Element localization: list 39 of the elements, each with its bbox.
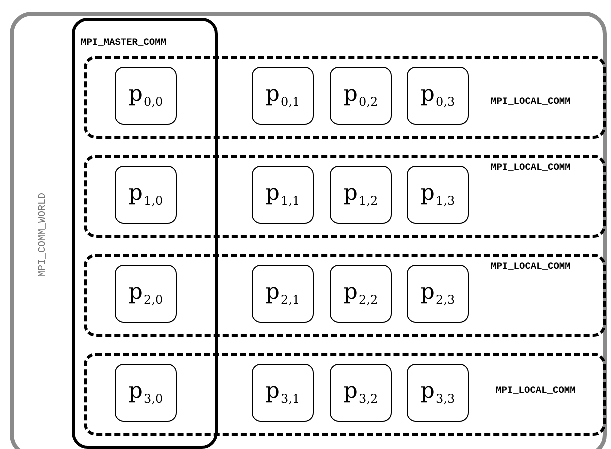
process-label: p$_{0,2}$ [344, 84, 378, 108]
process-box [407, 166, 469, 224]
communicator-label: MPI_LOCAL_COMM [491, 97, 571, 106]
process-box [330, 265, 392, 323]
process-label: p$_{2,0}$ [128, 282, 164, 306]
process-box [330, 166, 392, 224]
process-label: p$_{3,2}$ [344, 381, 378, 405]
process-label: p$_{2,3}$ [420, 282, 456, 306]
process-label: p$_{1,2}$ [344, 183, 378, 207]
process-label: p$_{1,1}$ [266, 183, 300, 207]
communicator-label: MPI_LOCAL_COMM [491, 163, 571, 172]
process-label: p$_{1,3}$ [420, 183, 456, 207]
process-box [407, 67, 469, 125]
process-box [115, 265, 177, 323]
process-box [330, 364, 392, 422]
process-label: p$_{2,2}$ [344, 282, 378, 306]
communicator-label: MPI_COMM_WORLD [39, 193, 49, 277]
process-box [252, 67, 314, 125]
process-label: p$_{3,1}$ [266, 381, 300, 405]
master-communicator-frame [72, 18, 218, 449]
process-box [115, 166, 177, 224]
process-label: p$_{3,0}$ [128, 381, 164, 405]
communicator-label: MPI_LOCAL_COMM [496, 386, 576, 396]
process-label: p$_{1,0}$ [128, 183, 164, 207]
process-label: p$_{0,0}$ [128, 84, 164, 108]
process-box [252, 265, 314, 323]
process-label: p$_{2,1}$ [266, 282, 300, 306]
process-box [252, 166, 314, 224]
process-box [115, 67, 177, 125]
process-label: p$_{3,3}$ [420, 381, 456, 405]
process-box [407, 265, 469, 323]
process-label: p$_{0,3}$ [420, 84, 456, 108]
communicator-label: MPI_MASTER_COMM [81, 38, 167, 48]
process-box [252, 364, 314, 422]
communicator-label: MPI_LOCAL_COMM [491, 262, 571, 272]
process-box [330, 67, 392, 125]
process-box [115, 364, 177, 422]
process-box [407, 364, 469, 422]
process-label: p$_{0,1}$ [266, 84, 300, 108]
